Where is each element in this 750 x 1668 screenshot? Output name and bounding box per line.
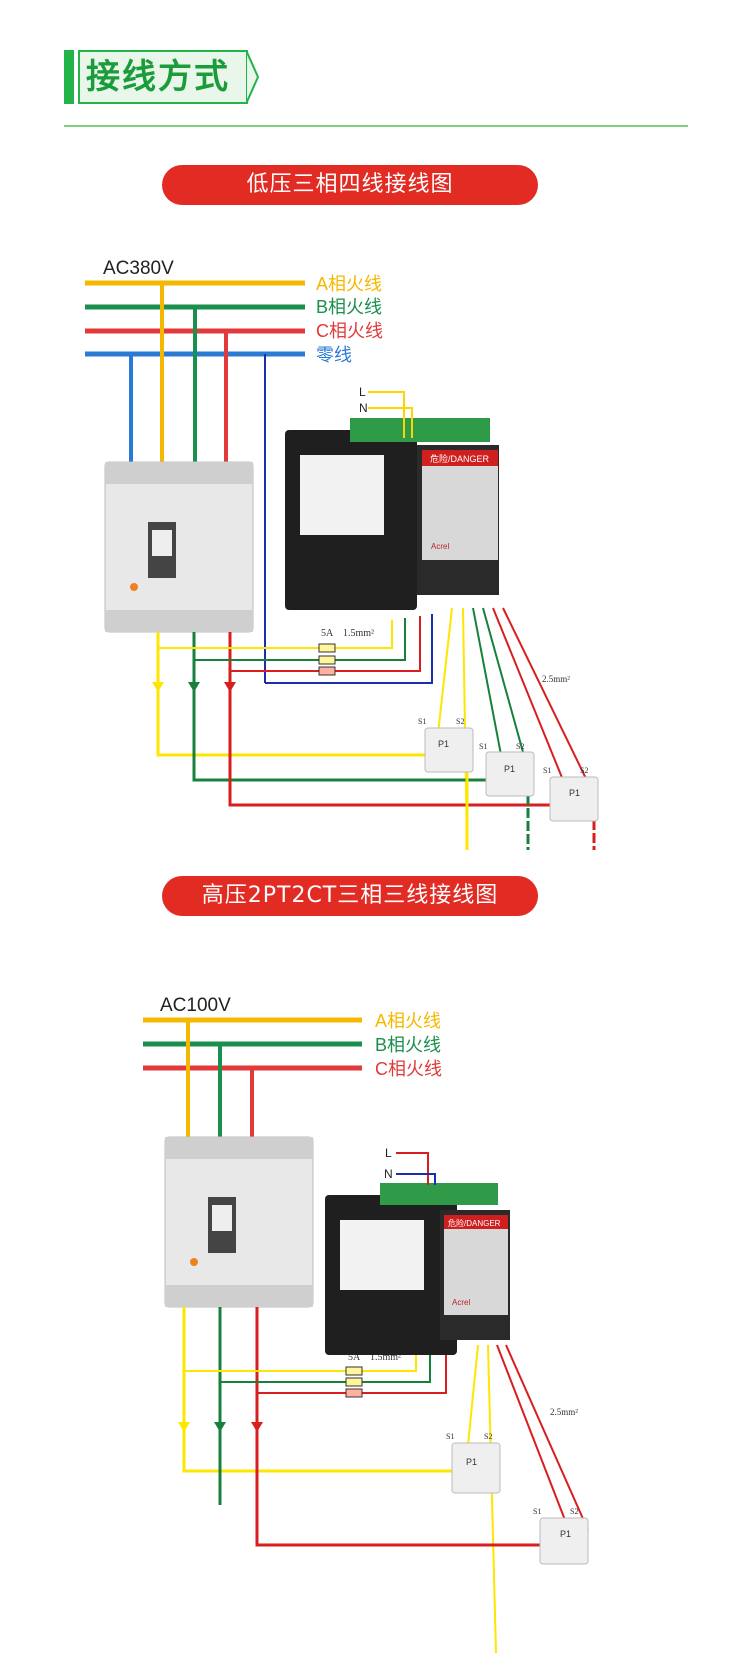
brand-label: Acrel [431, 542, 449, 551]
power-meter: 危险/DANGER Acrel [325, 1183, 510, 1355]
supply-n-label: N [359, 401, 368, 415]
ct-wire-label: 2.5mm² [550, 1407, 578, 1417]
current-transformer-c: P1 S1 S2 [533, 1507, 589, 1565]
high-voltage-wiring-diagram: AC100V A相火线 B相火线 C相火线 5A 1.5mm² 危险/DANGE… [143, 995, 589, 1654]
svg-text:S1: S1 [479, 742, 487, 751]
svg-text:S2: S2 [580, 766, 588, 775]
svg-text:S1: S1 [533, 1507, 541, 1516]
page-title: 接线方式 [86, 57, 230, 97]
supply-l-label: L [385, 1146, 392, 1160]
svg-text:P1: P1 [504, 764, 515, 774]
svg-text:S1: S1 [446, 1432, 454, 1441]
fuse-a [318, 643, 336, 653]
line-label-b: B相火线 [316, 297, 382, 317]
supply-l-label: L [359, 385, 366, 399]
svg-text:P1: P1 [466, 1457, 477, 1467]
svg-text:S1: S1 [543, 766, 551, 775]
voltage-label: AC100V [160, 995, 231, 1016]
line-label-c: C相火线 [316, 321, 383, 341]
fuse-label: 5A [321, 628, 334, 639]
section-title-high-voltage: 高压2PT2CT三相三线接线图 [162, 876, 538, 916]
title-chevron-icon [246, 50, 260, 104]
title-box [78, 50, 248, 104]
line-label-a: A相火线 [375, 1011, 441, 1031]
current-transformer-c: P1 S1 S2 [543, 766, 599, 822]
low-voltage-wiring-diagram: AC380V A相火线 B相火线 C相火线 零线 5A 1.5mm² [85, 258, 599, 851]
line-label-b: B相火线 [375, 1035, 441, 1055]
line-label-a: A相火线 [316, 274, 382, 294]
fuse-b [318, 655, 336, 665]
current-transformer-b: P1 S1 S2 [479, 742, 535, 797]
line-label-c: C相火线 [375, 1059, 442, 1079]
brand-label: Acrel [452, 1298, 470, 1307]
title-accent-bar [64, 50, 74, 104]
line-label-n: 零线 [316, 345, 352, 365]
voltage-label: AC380V [103, 258, 174, 279]
current-transformer-a: P1 S1 S2 [446, 1432, 501, 1494]
svg-text:S2: S2 [570, 1507, 578, 1516]
svg-text:P1: P1 [560, 1529, 571, 1539]
fuse-wire-label: 1.5mm² [370, 1352, 401, 1363]
section-title-low-voltage: 低压三相四线接线图 [162, 165, 538, 205]
svg-text:S1: S1 [418, 717, 426, 726]
ct-wire-label: 2.5mm² [542, 674, 570, 684]
svg-text:P1: P1 [569, 788, 580, 798]
danger-label: 危险/DANGER [448, 1218, 501, 1228]
fuse-label: 5A [348, 1352, 361, 1363]
supply-n-label: N [384, 1167, 393, 1181]
fuse-c [318, 666, 336, 676]
svg-text:S2: S2 [456, 717, 464, 726]
svg-text:S2: S2 [484, 1432, 492, 1441]
svg-text:S2: S2 [516, 742, 524, 751]
fuse-wire-label: 1.5mm² [343, 628, 374, 639]
danger-label: 危险/DANGER [430, 453, 490, 464]
svg-text:P1: P1 [438, 739, 449, 749]
circuit-breaker [104, 461, 254, 633]
current-transformer-a: P1 S1 S2 [418, 717, 474, 773]
power-meter: 危险/DANGER Acrel [285, 418, 499, 610]
circuit-breaker [164, 1136, 314, 1308]
title-divider [64, 125, 688, 127]
